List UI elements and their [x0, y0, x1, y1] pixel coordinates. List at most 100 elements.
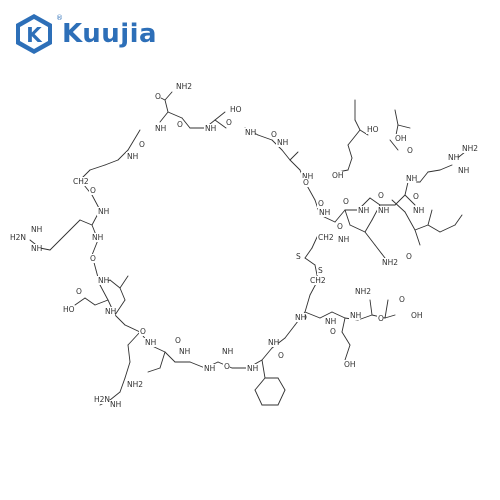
atom-label: OH	[395, 134, 407, 143]
atom-label: NH	[295, 313, 306, 322]
atom-label: NH	[302, 172, 313, 181]
kuujia-hexagon-icon: K	[16, 14, 52, 54]
atom-label-background	[223, 362, 230, 371]
bond-line	[167, 111, 183, 119]
atom-label: NH	[145, 338, 156, 347]
atom-label-background	[398, 295, 405, 304]
bond-line	[277, 389, 286, 406]
atom-label-background	[75, 287, 82, 296]
atom-label: NH2	[355, 287, 371, 296]
bond-line	[124, 361, 131, 379]
atom-label: O	[140, 327, 146, 336]
bond-line	[257, 134, 273, 141]
bond-line	[319, 311, 333, 319]
atom-label-background	[461, 144, 477, 153]
atom-label: O	[90, 254, 96, 263]
atom-label-background	[267, 338, 279, 347]
bond-line	[127, 129, 141, 151]
atom-label: O	[155, 92, 161, 101]
bond-line	[357, 314, 373, 321]
atom-label-background	[126, 152, 138, 161]
bond-line	[104, 159, 119, 166]
atom-label-background	[97, 207, 109, 216]
atom-label-background	[447, 153, 459, 162]
atom-label: NH	[155, 124, 166, 133]
bond-line	[341, 317, 346, 333]
bond-line	[304, 257, 316, 266]
bond-line	[341, 331, 351, 346]
bond-line	[49, 239, 61, 251]
atom-label-background	[91, 233, 103, 242]
atom-label: NH2	[176, 82, 192, 91]
atom-label: NH	[205, 124, 216, 133]
atom-label: NH	[350, 311, 361, 320]
atom-label: O	[177, 120, 183, 129]
atom-label: NH	[319, 208, 330, 217]
atom-label: O	[413, 192, 419, 201]
atom-label-background	[30, 225, 42, 234]
bond-line	[347, 144, 353, 159]
atom-label: O	[337, 222, 343, 231]
bond-line	[427, 224, 441, 233]
bond-line	[214, 119, 227, 129]
bond-line	[331, 311, 346, 319]
bond-line	[364, 231, 376, 246]
bond-line	[114, 299, 126, 316]
bond-line	[404, 194, 416, 206]
atom-label: NH	[179, 347, 190, 356]
atom-label-background	[104, 307, 116, 316]
bond-line	[114, 314, 126, 326]
bond-line	[439, 224, 456, 233]
atom-label-background	[144, 338, 156, 347]
bond-line	[344, 209, 351, 226]
bond-line	[69, 219, 81, 231]
atom-label-background	[309, 276, 325, 285]
atom-label: O	[378, 314, 384, 323]
atom-label-background	[317, 233, 333, 242]
bond-line	[414, 224, 429, 231]
bond-line	[119, 287, 126, 301]
bond-line	[427, 209, 433, 226]
bond-line	[261, 347, 273, 361]
atom-label-background	[221, 347, 233, 356]
atom-label-background	[62, 305, 74, 314]
atom-label-background	[89, 254, 96, 263]
atom-label: CH2	[310, 276, 326, 285]
bond-line	[164, 91, 173, 101]
atom-label: O	[407, 146, 413, 155]
atom-label-background	[349, 311, 361, 320]
atom-label-background	[244, 128, 256, 137]
atom-label-background	[270, 130, 277, 139]
atom-label-background	[317, 199, 324, 208]
bond-line	[127, 331, 141, 346]
atom-label: NH	[277, 138, 288, 147]
bond-line	[277, 377, 286, 391]
bond-line	[384, 314, 396, 319]
atom-label: HO	[63, 305, 75, 314]
atom-label-background	[93, 395, 109, 404]
atom-label: O	[343, 197, 349, 206]
atom-label: NH	[247, 364, 258, 373]
bond-line	[214, 111, 226, 121]
atom-label-background	[229, 105, 241, 114]
atom-label-background	[139, 327, 146, 336]
atom-label: NH	[458, 166, 469, 175]
atom-label-background	[204, 124, 216, 133]
atom-label-background	[9, 233, 25, 242]
atom-label: NH2	[462, 144, 478, 153]
atom-label: OH	[332, 171, 344, 180]
atom-label: O	[318, 199, 324, 208]
bond-line	[254, 377, 266, 391]
atom-label-background	[109, 400, 121, 409]
bond-line	[369, 299, 373, 316]
bond-line	[281, 149, 291, 161]
atom-label-background	[30, 244, 42, 253]
bond-line	[389, 139, 399, 151]
atom-label: NH	[245, 128, 256, 137]
atom-label-background	[405, 252, 412, 261]
atom-label-background	[72, 177, 88, 186]
atom-label: NH	[127, 152, 138, 161]
bond-line	[164, 351, 176, 363]
atom-label-background	[412, 206, 424, 215]
bond-line	[397, 124, 411, 129]
